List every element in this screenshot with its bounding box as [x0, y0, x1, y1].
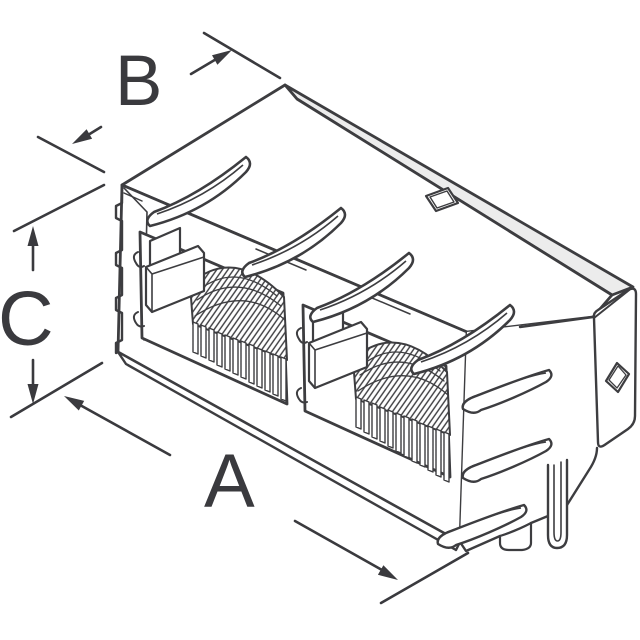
- bottom-lip: [116, 350, 462, 552]
- dimension-label-a: A: [204, 439, 255, 524]
- side-vent-hole: [604, 361, 631, 394]
- dimension-label-c: C: [0, 276, 54, 362]
- dimension-lines: [9, 31, 470, 605]
- dimension-b-leader: [36, 31, 282, 174]
- mounting-peg: [498, 521, 533, 552]
- port-1: [132, 226, 289, 406]
- port-1-contact-teeth: [192, 321, 287, 402]
- port-2-contact-teeth: [355, 396, 450, 483]
- port-1-shield-tab: [132, 226, 206, 328]
- shield-holes: [424, 186, 631, 394]
- left-edge-notches: [114, 183, 124, 355]
- dimension-label-b: B: [115, 42, 163, 121]
- right-face: [460, 317, 597, 542]
- dimension-c-leader: [12, 183, 106, 404]
- top-vent-hole: [424, 186, 460, 213]
- dimension-a-leader: [9, 361, 470, 605]
